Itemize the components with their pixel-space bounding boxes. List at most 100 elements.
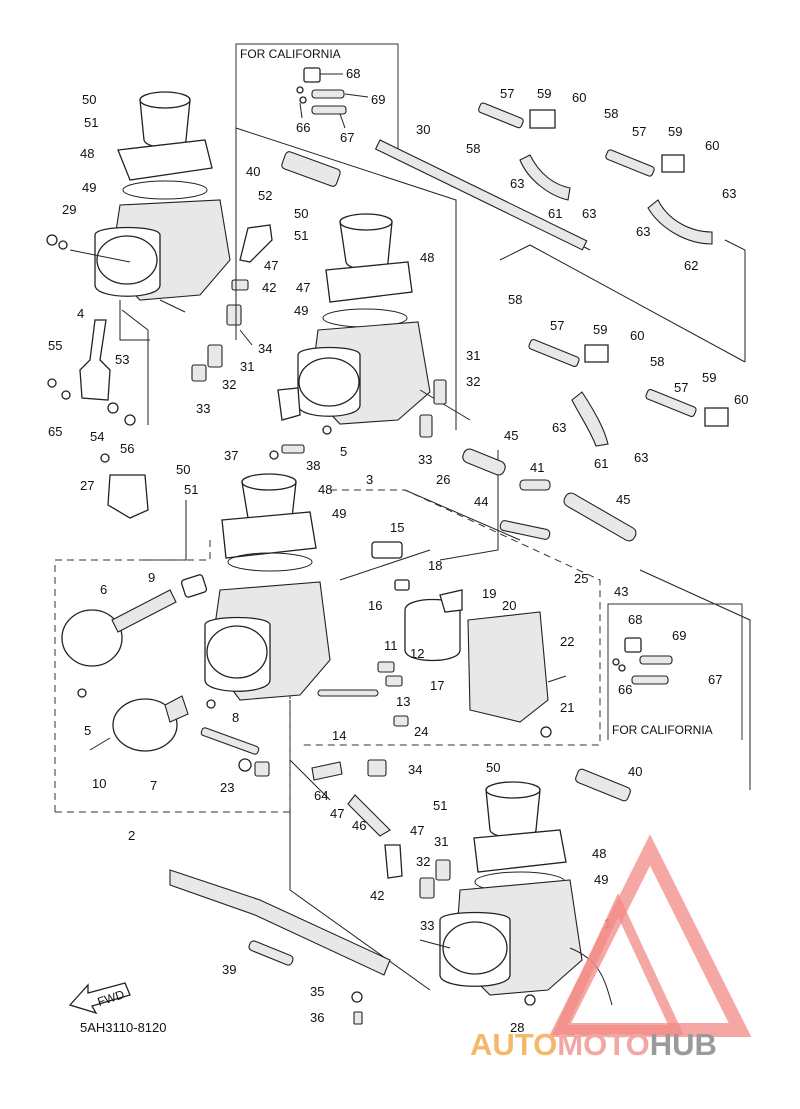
callout-30: 30: [416, 122, 430, 137]
callout-63: 63: [636, 224, 650, 239]
callout-47: 47: [264, 258, 278, 273]
callout-2: 2: [128, 828, 135, 843]
callout-59: 59: [537, 86, 551, 101]
callout-60: 60: [734, 392, 748, 407]
callout-64: 64: [314, 788, 328, 803]
callout-33: 33: [418, 452, 432, 467]
o-ring-49-top: [122, 180, 208, 200]
callout-9: 9: [148, 570, 155, 585]
callout-51: 51: [184, 482, 198, 497]
california-box-top: FOR CALIFORNIA: [235, 43, 399, 150]
callout-29: 29: [62, 202, 76, 217]
callout-36: 36: [310, 1010, 324, 1025]
callout-44: 44: [474, 494, 488, 509]
gasket-48-top: [117, 139, 213, 181]
callout-27: 27: [80, 478, 94, 493]
carburetor-3: [277, 213, 471, 425]
california-label-top: FOR CALIFORNIA: [240, 47, 341, 61]
callout-68: 68: [628, 612, 642, 627]
callout-16: 16: [368, 598, 382, 613]
callout-57: 57: [550, 318, 564, 333]
callout-56: 56: [120, 441, 134, 456]
callout-58: 58: [604, 106, 618, 121]
callout-51: 51: [294, 228, 308, 243]
callout-13: 13: [396, 694, 410, 709]
carburetor-4: [46, 91, 231, 313]
leader-lines: [119, 127, 751, 991]
callout-14: 14: [332, 728, 346, 743]
callout-49: 49: [82, 180, 96, 195]
callout-33: 33: [196, 401, 210, 416]
callout-50: 50: [82, 92, 96, 107]
callout-58: 58: [650, 354, 664, 369]
callout-61: 61: [594, 456, 608, 471]
callout-45: 45: [504, 428, 518, 443]
watermark-hub: HUB: [650, 1027, 717, 1062]
part-20-gasket: [467, 611, 549, 723]
hose-and-fittings-center: [100, 151, 447, 519]
callout-49: 49: [294, 303, 308, 318]
callout-37: 37: [224, 448, 238, 463]
callout-57: 57: [632, 124, 646, 139]
callout-51: 51: [433, 798, 447, 813]
part-68-top: [303, 67, 321, 83]
callout-66: 66: [618, 682, 632, 697]
callout-59: 59: [668, 124, 682, 139]
callout-15: 15: [390, 520, 404, 535]
watermark-moto: MOTO: [557, 1027, 649, 1062]
california-label-right: FOR CALIFORNIA: [612, 723, 713, 737]
callout-31: 31: [434, 834, 448, 849]
callout-59: 59: [702, 370, 716, 385]
callout-40: 40: [246, 164, 260, 179]
callout-19: 19: [482, 586, 496, 601]
callout-48: 48: [80, 146, 94, 161]
callout-42: 42: [370, 888, 384, 903]
callout-51: 51: [84, 115, 98, 130]
callout-17: 17: [430, 678, 444, 693]
callout-48: 48: [592, 846, 606, 861]
callout-26: 26: [436, 472, 450, 487]
callout-65: 65: [48, 424, 62, 439]
callout-43: 43: [614, 584, 628, 599]
callout-40: 40: [628, 764, 642, 779]
callout-32: 32: [416, 854, 430, 869]
part-6-cover: [61, 609, 123, 667]
callout-69: 69: [371, 92, 385, 107]
diagram-code: 5AH3110-8120: [80, 1020, 167, 1035]
carburetor-2-boundary: [54, 489, 601, 813]
callout-4: 4: [77, 306, 84, 321]
callout-63: 63: [552, 420, 566, 435]
svg-text:AUTOMOTOHUB: AUTOMOTOHUB: [470, 1027, 717, 1062]
callout-67: 67: [708, 672, 722, 687]
callout-62: 62: [684, 258, 698, 273]
callout-39: 39: [222, 962, 236, 977]
carburetor-2: [61, 473, 567, 777]
carburetor-1: [169, 759, 631, 1025]
callout-68: 68: [346, 66, 360, 81]
callout-12: 12: [410, 646, 424, 661]
callouts: 50 51 48 49 29 4 55 53 65 54 56 68 69 66…: [48, 66, 748, 1035]
part-67-top: [311, 105, 347, 115]
callout-47: 47: [296, 280, 310, 295]
callout-11: 11: [384, 638, 398, 653]
callout-32: 32: [222, 377, 236, 392]
callout-60: 60: [572, 90, 586, 105]
callout-54: 54: [90, 429, 104, 444]
callout-53: 53: [115, 352, 129, 367]
callout-31: 31: [466, 348, 480, 363]
callout-3: 3: [366, 472, 373, 487]
callout-41: 41: [530, 460, 544, 475]
callout-52: 52: [258, 188, 272, 203]
callout-23: 23: [220, 780, 234, 795]
callout-60: 60: [630, 328, 644, 343]
callout-47: 47: [410, 823, 424, 838]
part-7-cover: [112, 698, 178, 752]
callout-20: 20: [502, 598, 516, 613]
callout-24: 24: [414, 724, 428, 739]
part-69-top: [311, 89, 345, 99]
callout-57: 57: [500, 86, 514, 101]
callout-67: 67: [340, 130, 354, 145]
automotohub-watermark: AUTOMOTOHUB: [470, 834, 752, 1062]
callout-60: 60: [705, 138, 719, 153]
